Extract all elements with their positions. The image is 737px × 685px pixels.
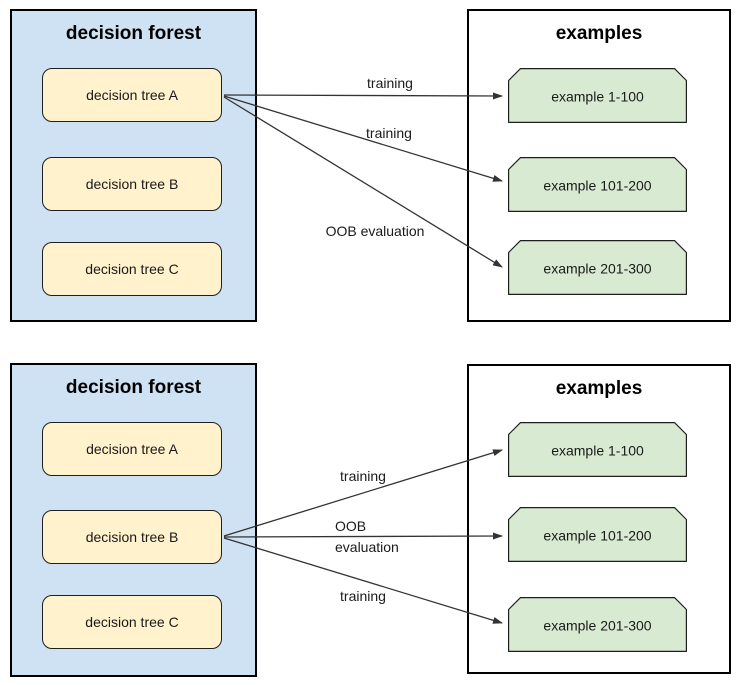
tree-node-label: decision tree C [85, 614, 179, 630]
tree-node-c: decision tree C [42, 595, 222, 649]
example-node-shape [508, 68, 687, 123]
tree-node-label: decision tree B [85, 529, 179, 545]
tree-node-label: decision tree A [86, 441, 178, 457]
arrow-label-training-1: training [367, 75, 413, 91]
tree-node-a: decision tree A [42, 422, 222, 476]
tree-node-c: decision tree C [42, 242, 222, 296]
example-node-shape [508, 422, 687, 477]
forest-title: decision forest [65, 377, 202, 398]
arrow-treeA-to-ex1 [223, 92, 503, 100]
example-node-shape [508, 597, 687, 652]
example-node-shape [508, 240, 687, 295]
tree-node-b: decision tree B [42, 510, 222, 564]
example-node-1: example 1-100 [508, 422, 687, 477]
example-node-label: example 1-100 [551, 89, 644, 105]
example-node-label: example 1-100 [551, 443, 644, 459]
example-node-label: example 101-200 [543, 178, 651, 194]
arrow-label-line-2: evaluation [335, 539, 399, 555]
arrow-label-line-1: OOB [335, 518, 367, 534]
example-node-3: example 201-300 [508, 597, 687, 652]
examples-title: examples [555, 378, 643, 399]
tree-node-a: decision tree A [42, 68, 222, 122]
example-node-3: example 201-300 [508, 240, 687, 295]
example-node-2: example 101-200 [508, 157, 687, 212]
arrow-label-oob-evaluation-2lines: OOB evaluation [335, 516, 399, 558]
arrow-label-training-2: training [366, 125, 412, 141]
example-node-2: example 101-200 [508, 507, 687, 562]
tree-node-label: decision tree B [85, 176, 179, 192]
tree-node-b: decision tree B [42, 157, 222, 211]
forest-box-top: decision forest decision tree A decision… [10, 9, 257, 322]
example-node-1: example 1-100 [508, 68, 687, 123]
examples-box-top: examples example 1-100 example 101-200 e… [467, 9, 731, 322]
example-node-shape [508, 157, 687, 212]
example-node-shape [508, 507, 687, 562]
forest-box-bottom: decision forest decision tree A decision… [10, 363, 257, 677]
arrow-label-oob-evaluation: OOB evaluation [325, 223, 425, 239]
arrow-treeA-to-ex2 [223, 95, 503, 182]
arrow-label-training-3: training [340, 468, 386, 484]
examples-title: examples [555, 23, 643, 44]
tree-node-label: decision tree C [85, 261, 179, 277]
tree-node-label: decision tree A [86, 87, 178, 103]
forest-title: decision forest [65, 23, 202, 44]
arrow-treeA-to-ex3 [223, 96, 503, 268]
example-node-label: example 201-300 [543, 618, 651, 634]
examples-box-bottom: examples example 1-100 example 101-200 e… [467, 364, 731, 674]
example-node-label: example 201-300 [543, 261, 651, 277]
example-node-label: example 101-200 [543, 528, 651, 544]
arrow-label-training-4: training [340, 588, 386, 604]
